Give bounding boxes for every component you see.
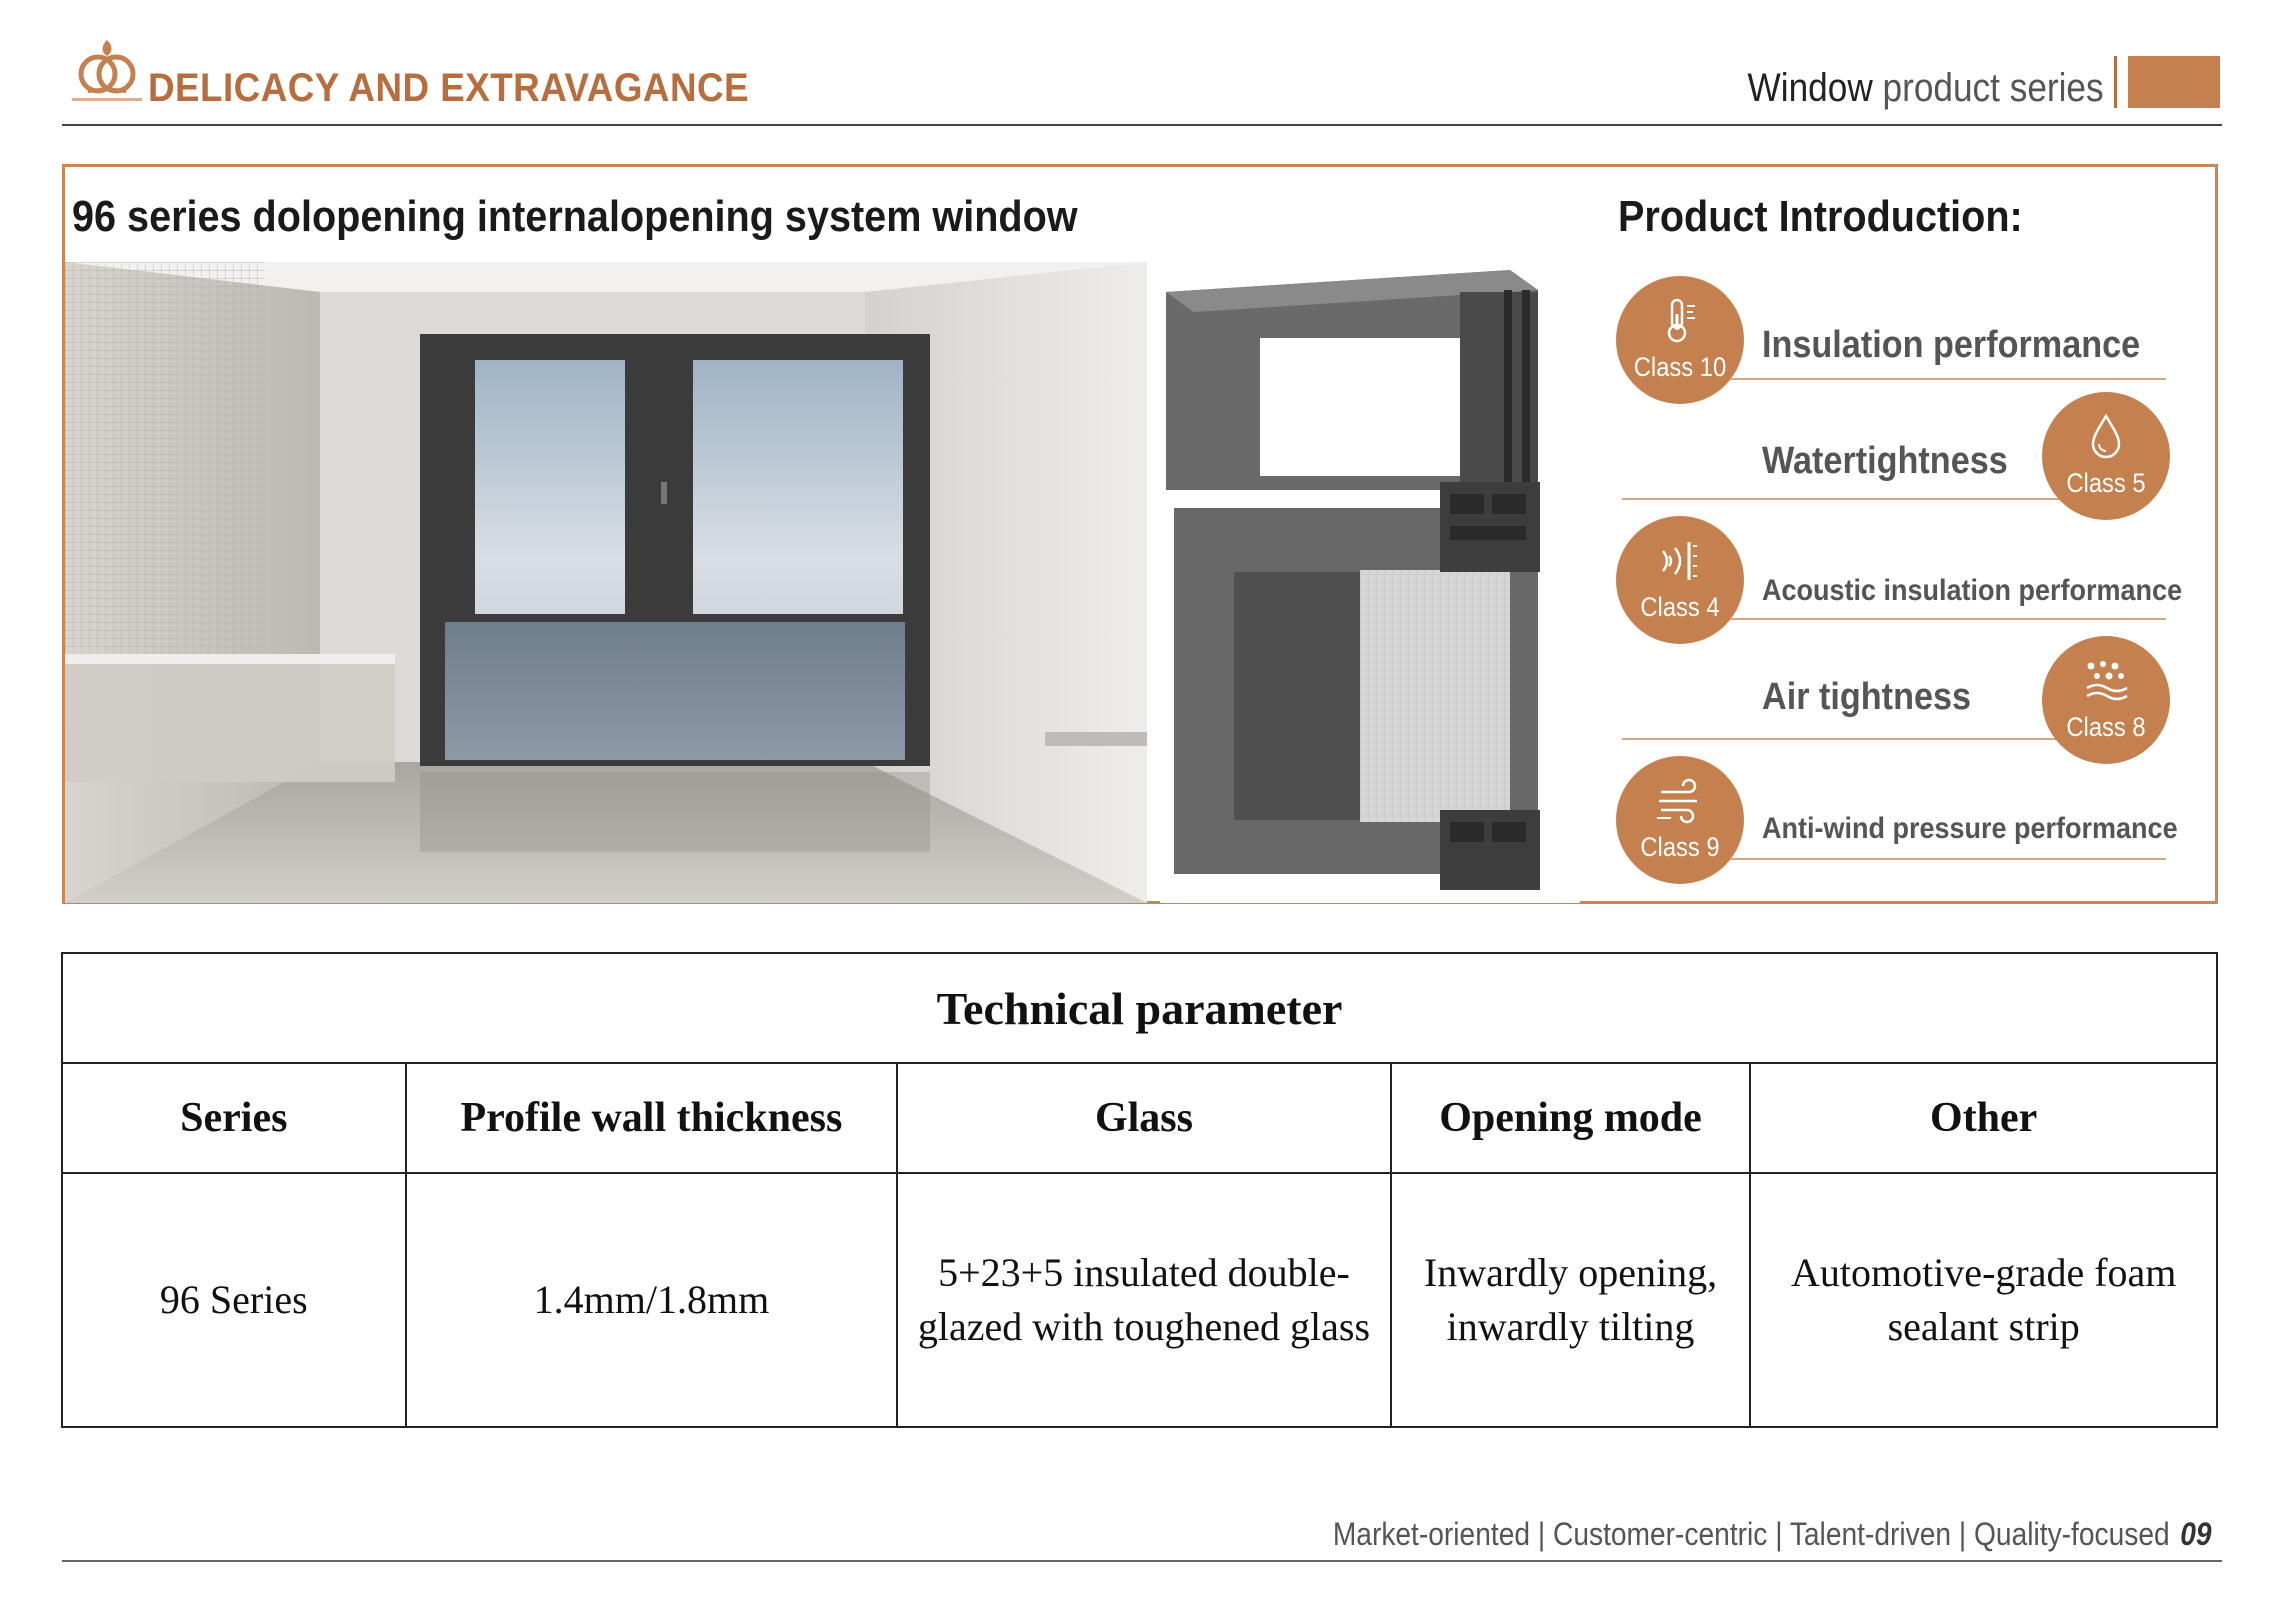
insulation-class: Class 10 [1633,352,1727,382]
intro-title: Product Introduction: [1618,192,2023,241]
product-title: 96 series dolopening internalopening sys… [72,192,1078,241]
water-drop-icon [2091,413,2121,459]
wind-pressure-label: Anti-wind pressure performance [1762,812,2178,845]
wind-pressure-class: Class 9 [1640,832,1720,862]
insulation-label: Insulation performance [1762,324,2141,366]
air-dots-icon [2086,661,2128,701]
acoustic-label: Acoustic insulation performance [1762,574,2183,607]
cell-other-line-1: Automotive-grade foam [1790,1250,2177,1295]
air-tightness-class: Class 8 [2066,712,2146,742]
cell-opening-mode: Inwardly opening, inwardly tilting [1389,1172,1752,1428]
cell-other: Automotive-grade foam sealant strip [1749,1172,2218,1428]
column-header-opening-mode: Opening mode [1389,1062,1752,1174]
air-tightness-label: Air tightness [1762,676,1972,718]
watertightness-underline [1622,498,2062,500]
air-tightness-underline [1622,738,2062,740]
header-accent-bar [2114,56,2117,108]
insulation-underline [1730,378,2166,380]
series-title-first-word: Window [1747,66,1874,110]
air-tightness-badge: Class 8 [2042,636,2170,764]
header-divider [62,124,2222,126]
series-title: Window product series [1748,66,2104,111]
brand-name: DELICACY AND EXTRAVAGANCE [148,66,750,110]
table-row: 96 Series 1.4mm/1.8mm 5+23+5 insulated d… [61,1172,2218,1428]
insulation-badge: Class 10 [1616,276,1744,404]
room-photo [65,262,1147,903]
column-header-series: Series [61,1062,407,1174]
cell-opening-line-2: inwardly tilting [1446,1304,1695,1349]
cell-glass-line-1: 5+23+5 insulated double- [938,1250,1350,1295]
sound-wave-icon [1661,542,1697,580]
profile-section-image [1160,262,1580,903]
watertightness-class: Class 5 [2066,468,2146,498]
acoustic-underline [1730,618,2166,620]
watertightness-label: Watertightness [1762,440,2008,482]
column-header-glass: Glass [896,1062,1392,1174]
wind-pressure-badge: Class 9 [1616,756,1744,884]
footer-divider [62,1560,2222,1562]
footer-slogan-row: Market-oriented | Customer-centric | Tal… [1333,1516,2212,1553]
cell-series: 96 Series [61,1172,407,1428]
wind-pressure-underline [1730,858,2166,860]
footer-slogan: Market-oriented | Customer-centric | Tal… [1333,1516,2171,1552]
wind-icon [1657,778,1697,824]
cell-glass: 5+23+5 insulated double- glazed with tou… [896,1172,1392,1428]
watertightness-badge: Class 5 [2042,392,2170,520]
column-header-thickness: Profile wall thickness [404,1062,899,1174]
acoustic-class: Class 4 [1640,592,1720,622]
company-logo [68,36,146,108]
page-number: 09 [2180,1516,2212,1552]
cell-thickness: 1.4mm/1.8mm [404,1172,899,1428]
acoustic-badge: Class 4 [1616,516,1744,644]
header-accent-block [2128,56,2220,108]
table-caption: Technical parameter [61,952,2218,1064]
series-title-rest: product series [1873,66,2104,110]
cell-opening-line-1: Inwardly opening, [1423,1250,1718,1295]
cell-glass-line-2: glazed with toughened glass [917,1304,1371,1349]
cell-other-line-2: sealant strip [1887,1304,2080,1349]
thermometer-icon [1667,298,1695,343]
column-header-other: Other [1749,1062,2218,1174]
technical-parameter-table: Technical parameter Series Profile wall … [61,952,2218,1428]
